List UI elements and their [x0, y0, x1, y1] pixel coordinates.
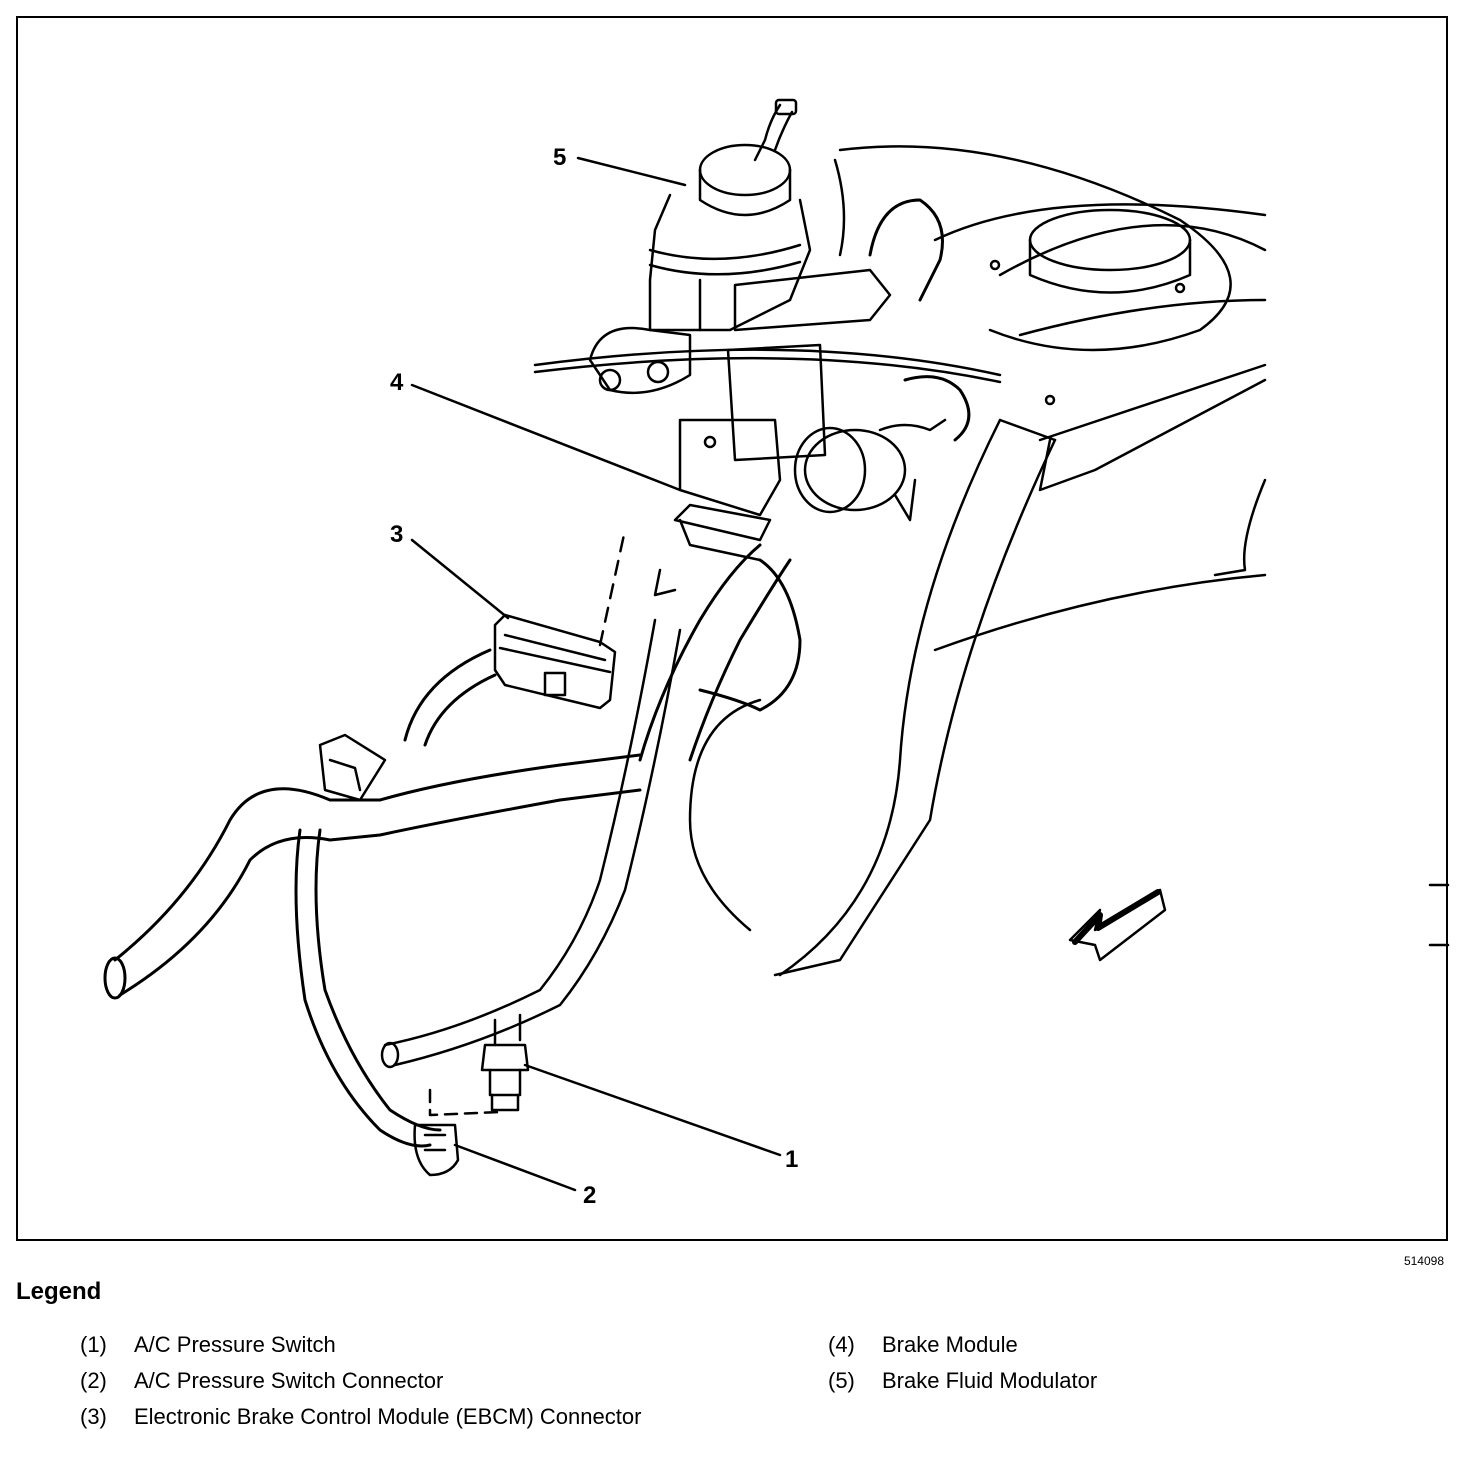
- forward-arrow-icon: [1068, 888, 1167, 962]
- callout-leader-4: [410, 383, 682, 492]
- callout-leader-3: [410, 538, 510, 620]
- legend-column-right: (4) Brake Module (5) Brake Fluid Modulat…: [828, 1330, 1097, 1402]
- callout-leader-5: [576, 156, 687, 187]
- legend-item: (3) Electronic Brake Control Module (EBC…: [80, 1402, 641, 1432]
- legend-item: (4) Brake Module: [828, 1330, 1097, 1360]
- legend-title: Legend: [16, 1278, 102, 1305]
- component-location-drawing: 5 4 3 1 2: [103, 98, 1450, 1209]
- modulator-connector: [793, 418, 947, 522]
- callout-1: 1: [785, 1146, 798, 1173]
- ac-pressure-switch-connector: [413, 1088, 502, 1177]
- wiring-harness: [103, 198, 971, 1148]
- callout-leader-1: [523, 1063, 782, 1157]
- callout-4: 4: [390, 369, 404, 396]
- legend-item-text: A/C Pressure Switch Connector: [134, 1368, 444, 1393]
- callout-2: 2: [583, 1182, 596, 1209]
- callout-5: 5: [553, 144, 566, 171]
- legend-item-text: Brake Module: [882, 1332, 1018, 1357]
- legend-item-number: (4): [828, 1332, 855, 1357]
- legend-item-number: (1): [80, 1332, 107, 1357]
- ac-pressure-switch: [480, 1043, 530, 1112]
- brake-fluid-modulator: [648, 98, 812, 332]
- brake-lines: [533, 145, 1232, 384]
- figure-id: 514098: [1403, 1254, 1444, 1268]
- legend-item-number: (2): [80, 1368, 107, 1393]
- legend-item-number: (5): [828, 1368, 855, 1393]
- legend-item: (5) Brake Fluid Modulator: [828, 1366, 1097, 1396]
- ac-line: [380, 618, 682, 1069]
- figure-frame: [16, 16, 1448, 1241]
- brake-module: [588, 268, 892, 597]
- legend-item-text: Brake Fluid Modulator: [882, 1368, 1098, 1393]
- legend-item: (2) A/C Pressure Switch Connector: [80, 1366, 641, 1396]
- callout-leader-2: [453, 1143, 577, 1192]
- legend-item-number: (3): [80, 1404, 107, 1429]
- ebcm-connector: [493, 528, 627, 710]
- callout-3: 3: [390, 521, 403, 548]
- harness-connector: [318, 733, 387, 802]
- legend-column-left: (1) A/C Pressure Switch (2) A/C Pressure…: [80, 1330, 641, 1438]
- legend-item: (1) A/C Pressure Switch: [80, 1330, 641, 1360]
- legend-item-text: A/C Pressure Switch: [134, 1332, 336, 1357]
- legend-item-text: Electronic Brake Control Module (EBCM) C…: [134, 1404, 642, 1429]
- body-panel: [688, 203, 1450, 977]
- cowl-opening: [989, 208, 1192, 406]
